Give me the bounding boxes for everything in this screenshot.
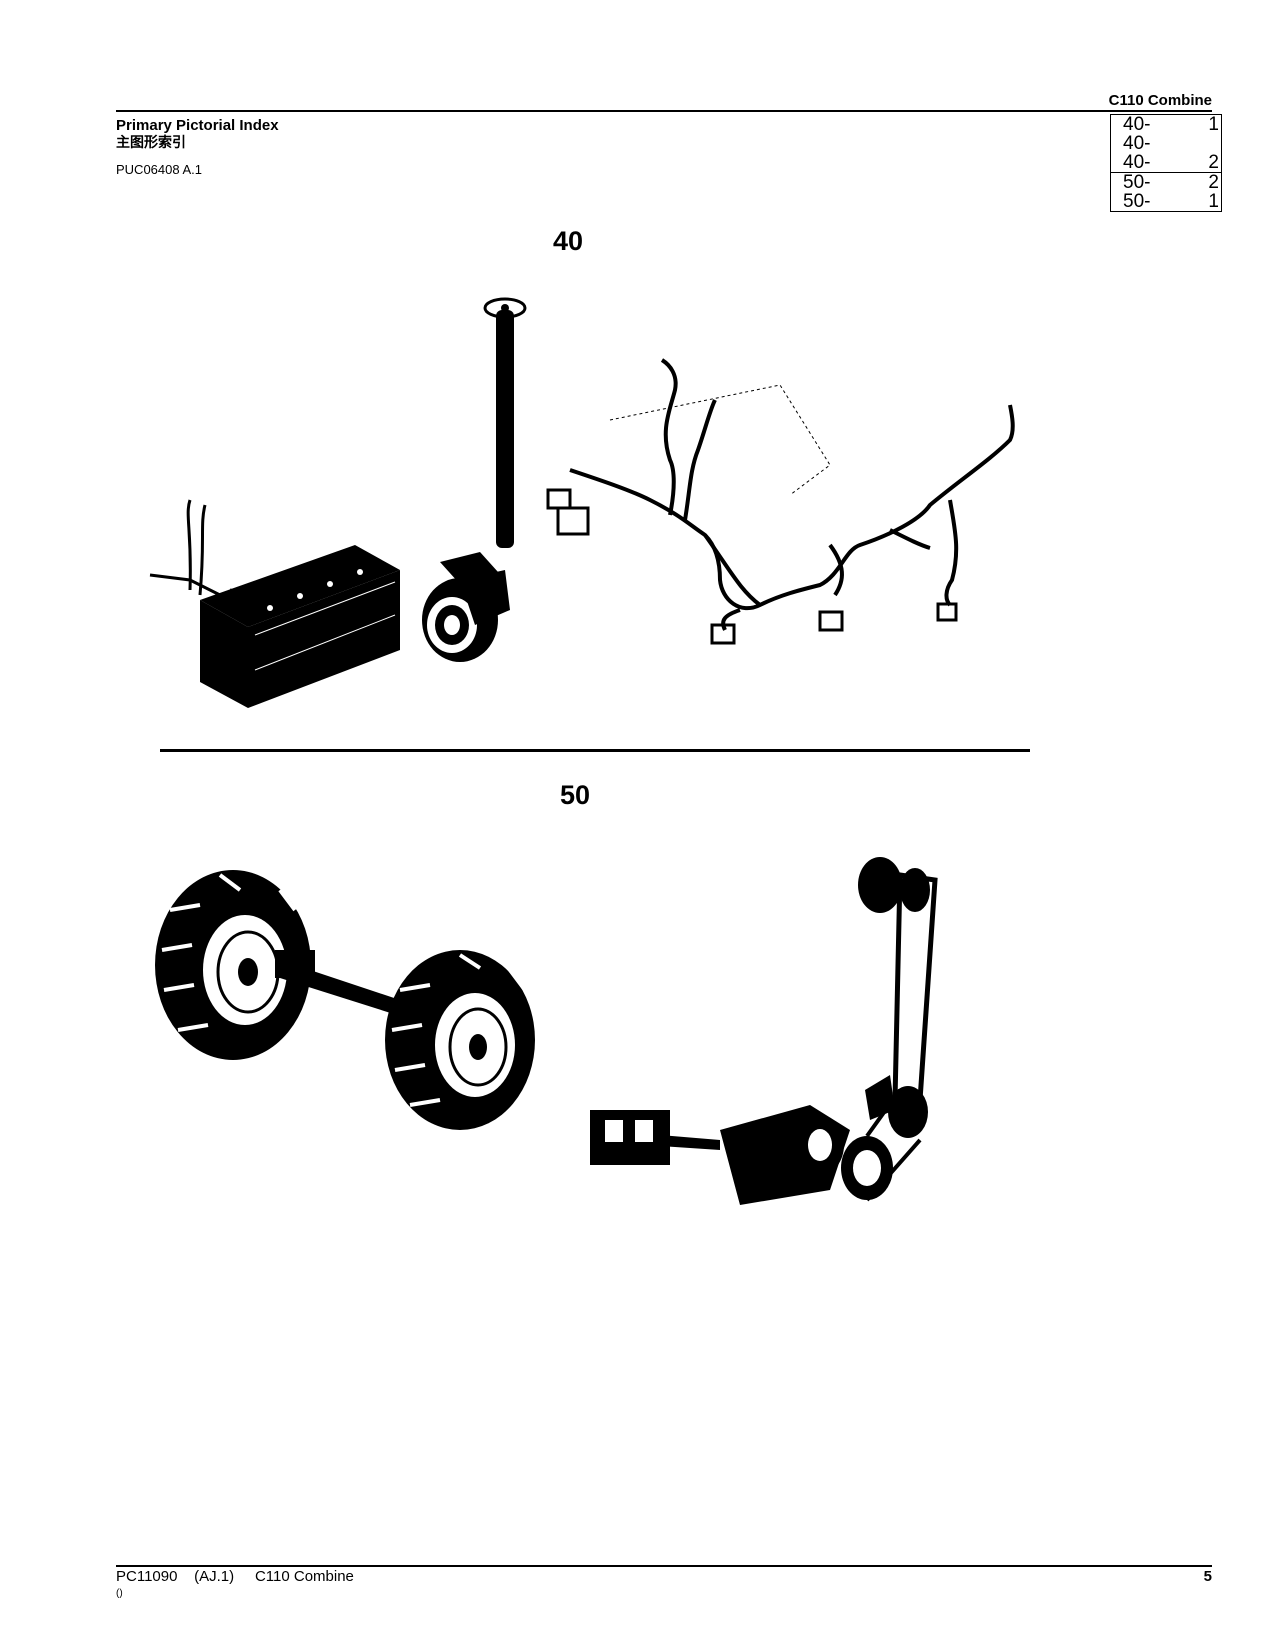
model-title: C110 Combine <box>1108 92 1212 109</box>
reference-section: 40- <box>1123 133 1151 154</box>
alternator-icon <box>422 552 510 662</box>
reference-page: 2 <box>1208 172 1219 193</box>
cab-outline-icon <box>609 384 831 496</box>
section-40-illustration[interactable] <box>130 290 1030 730</box>
reference-section: 40- <box>1123 152 1151 173</box>
reference-section: 50- <box>1123 172 1151 193</box>
reference-section: 40- <box>1123 114 1151 135</box>
battery-icon <box>149 499 400 708</box>
section-label-40: 40 <box>553 226 584 256</box>
reference-row[interactable]: 50- 2 <box>1111 173 1221 192</box>
reference-page: 2 <box>1208 152 1219 173</box>
footer-document-info: PC11090 (AJ.1) C110 Combine <box>116 1568 354 1585</box>
wiring-harness-icon <box>546 358 1015 645</box>
section-label-50: 50 <box>560 780 591 810</box>
document-code: PUC06408 A.1 <box>116 162 203 177</box>
section-50-illustration[interactable] <box>130 850 1030 1230</box>
dipstick-tube-icon <box>483 297 527 548</box>
reference-page: 1 <box>1208 191 1219 212</box>
footer-rule <box>116 1565 1212 1567</box>
reference-page: 1 <box>1208 114 1219 135</box>
index-title: Primary Pictorial Index <box>116 117 279 134</box>
reference-group-40: 40- 1 40- 40- 2 <box>1111 115 1221 173</box>
section-divider <box>160 749 1030 752</box>
footer-subtext: () <box>116 1588 123 1599</box>
drive-belt-gearbox-icon <box>590 857 938 1205</box>
reference-row[interactable]: 40- <box>1111 134 1221 153</box>
axle-with-tires-icon <box>155 870 535 1130</box>
section-reference-box: 40- 1 40- 40- 2 50- 2 50- 1 <box>1110 114 1222 212</box>
reference-group-50: 50- 2 50- 1 <box>1111 173 1221 211</box>
reference-row[interactable]: 50- 1 <box>1111 192 1221 211</box>
reference-row[interactable]: 40- 2 <box>1111 153 1221 172</box>
index-title-chinese: 主图形索引 <box>116 134 186 150</box>
reference-section: 50- <box>1123 191 1151 212</box>
header-rule <box>116 110 1212 112</box>
page-number: 5 <box>1203 1568 1212 1585</box>
reference-row[interactable]: 40- 1 <box>1111 115 1221 134</box>
